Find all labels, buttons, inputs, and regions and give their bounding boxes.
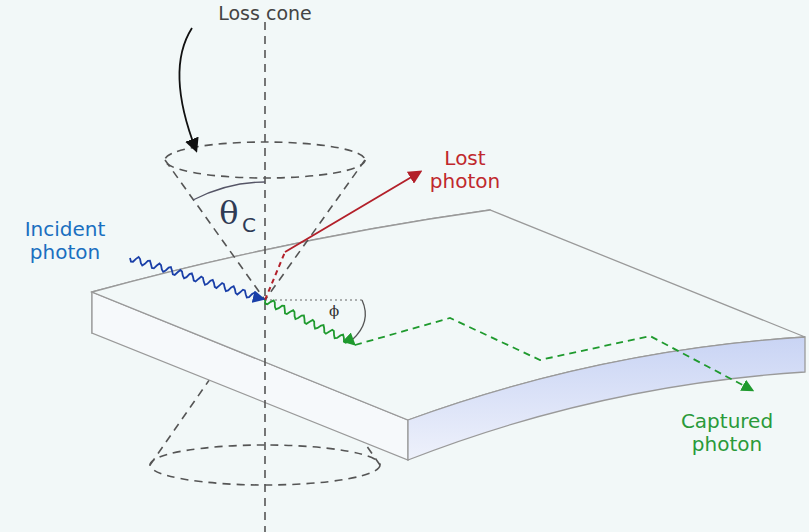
angle-subscript: C xyxy=(242,214,256,237)
loss-cone-upper xyxy=(165,22,365,532)
lost-photon-ray xyxy=(285,172,420,252)
angle-reference-line xyxy=(265,299,362,300)
incident-photon-wave xyxy=(130,257,263,299)
angle-symbol: θ xyxy=(219,195,238,232)
lost-photon-path-inside xyxy=(265,252,285,300)
phi-arc xyxy=(352,300,365,340)
captured-label: Captured photon xyxy=(672,410,782,456)
captured-photon-wave xyxy=(265,300,354,344)
slab xyxy=(92,210,805,460)
phi-label: ϕ xyxy=(329,303,339,320)
captured-photon-path xyxy=(355,318,752,390)
incident-label: Incident photon xyxy=(10,218,120,264)
lost-label: Lost photon xyxy=(415,147,515,193)
cone-label: Loss cone xyxy=(218,3,312,25)
loss-cone-pointer xyxy=(179,28,196,150)
